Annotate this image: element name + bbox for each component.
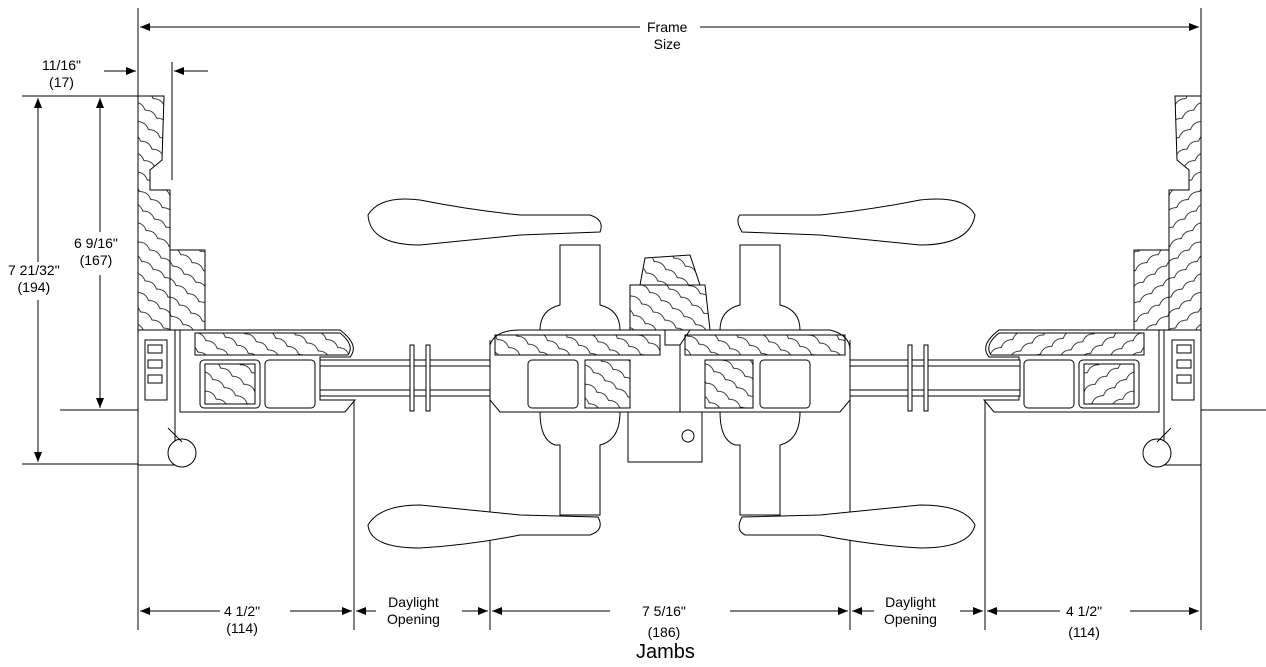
left-sash bbox=[179, 329, 357, 413]
left-daylight-line2: Opening bbox=[387, 611, 440, 627]
center-stiles bbox=[489, 254, 851, 463]
left-daylight-line1: Daylight bbox=[388, 594, 439, 610]
right-stile-metric: (114) bbox=[1068, 624, 1100, 640]
left-stile-imperial: 4 1/2" bbox=[224, 603, 261, 619]
frame-size-line1: Frame bbox=[647, 19, 688, 35]
right-stile-imperial: 4 1/2" bbox=[1066, 603, 1103, 619]
jamb-offset-imperial: 11/16" bbox=[42, 57, 81, 73]
lever-handles bbox=[367, 198, 976, 549]
right-jamb bbox=[1133, 95, 1266, 468]
depth-inner-label: 6 9/16" (167) bbox=[72, 235, 120, 269]
center-mullion-label: 7 5/16" (186) bbox=[640, 603, 688, 641]
depth-outer-label: 7 21/32" (194) bbox=[6, 262, 62, 296]
center-mullion-imperial: 7 5/16" bbox=[642, 603, 686, 619]
right-daylight-label: Daylight Opening bbox=[882, 594, 939, 628]
jamb-offset-label: 11/16" (17) bbox=[40, 57, 83, 91]
frame-size-label: Frame Size bbox=[645, 19, 690, 53]
right-daylight-line1: Daylight bbox=[885, 594, 936, 610]
center-mullion-metric: (186) bbox=[647, 624, 681, 640]
caption: Jambs bbox=[636, 641, 695, 663]
right-stile-label: 4 1/2" (114) bbox=[1064, 603, 1105, 641]
jamb-offset-metric: (17) bbox=[49, 74, 74, 90]
left-jamb bbox=[60, 95, 206, 468]
left-stile-metric: (114) bbox=[226, 620, 258, 636]
glass-panes bbox=[319, 344, 1021, 412]
depth-inner-imperial: 6 9/16" bbox=[74, 235, 118, 251]
right-daylight-line2: Opening bbox=[884, 611, 937, 627]
right-sash bbox=[982, 329, 1160, 413]
left-stile-label: 4 1/2" (114) bbox=[222, 603, 263, 637]
depth-outer-metric: (194) bbox=[17, 279, 51, 295]
weatherstrip-bulb bbox=[167, 438, 197, 468]
frame-size-line2: Size bbox=[653, 36, 681, 52]
left-daylight-label: Daylight Opening bbox=[385, 594, 442, 628]
depth-outer-imperial: 7 21/32" bbox=[8, 262, 60, 278]
depth-inner-metric: (167) bbox=[79, 252, 113, 268]
